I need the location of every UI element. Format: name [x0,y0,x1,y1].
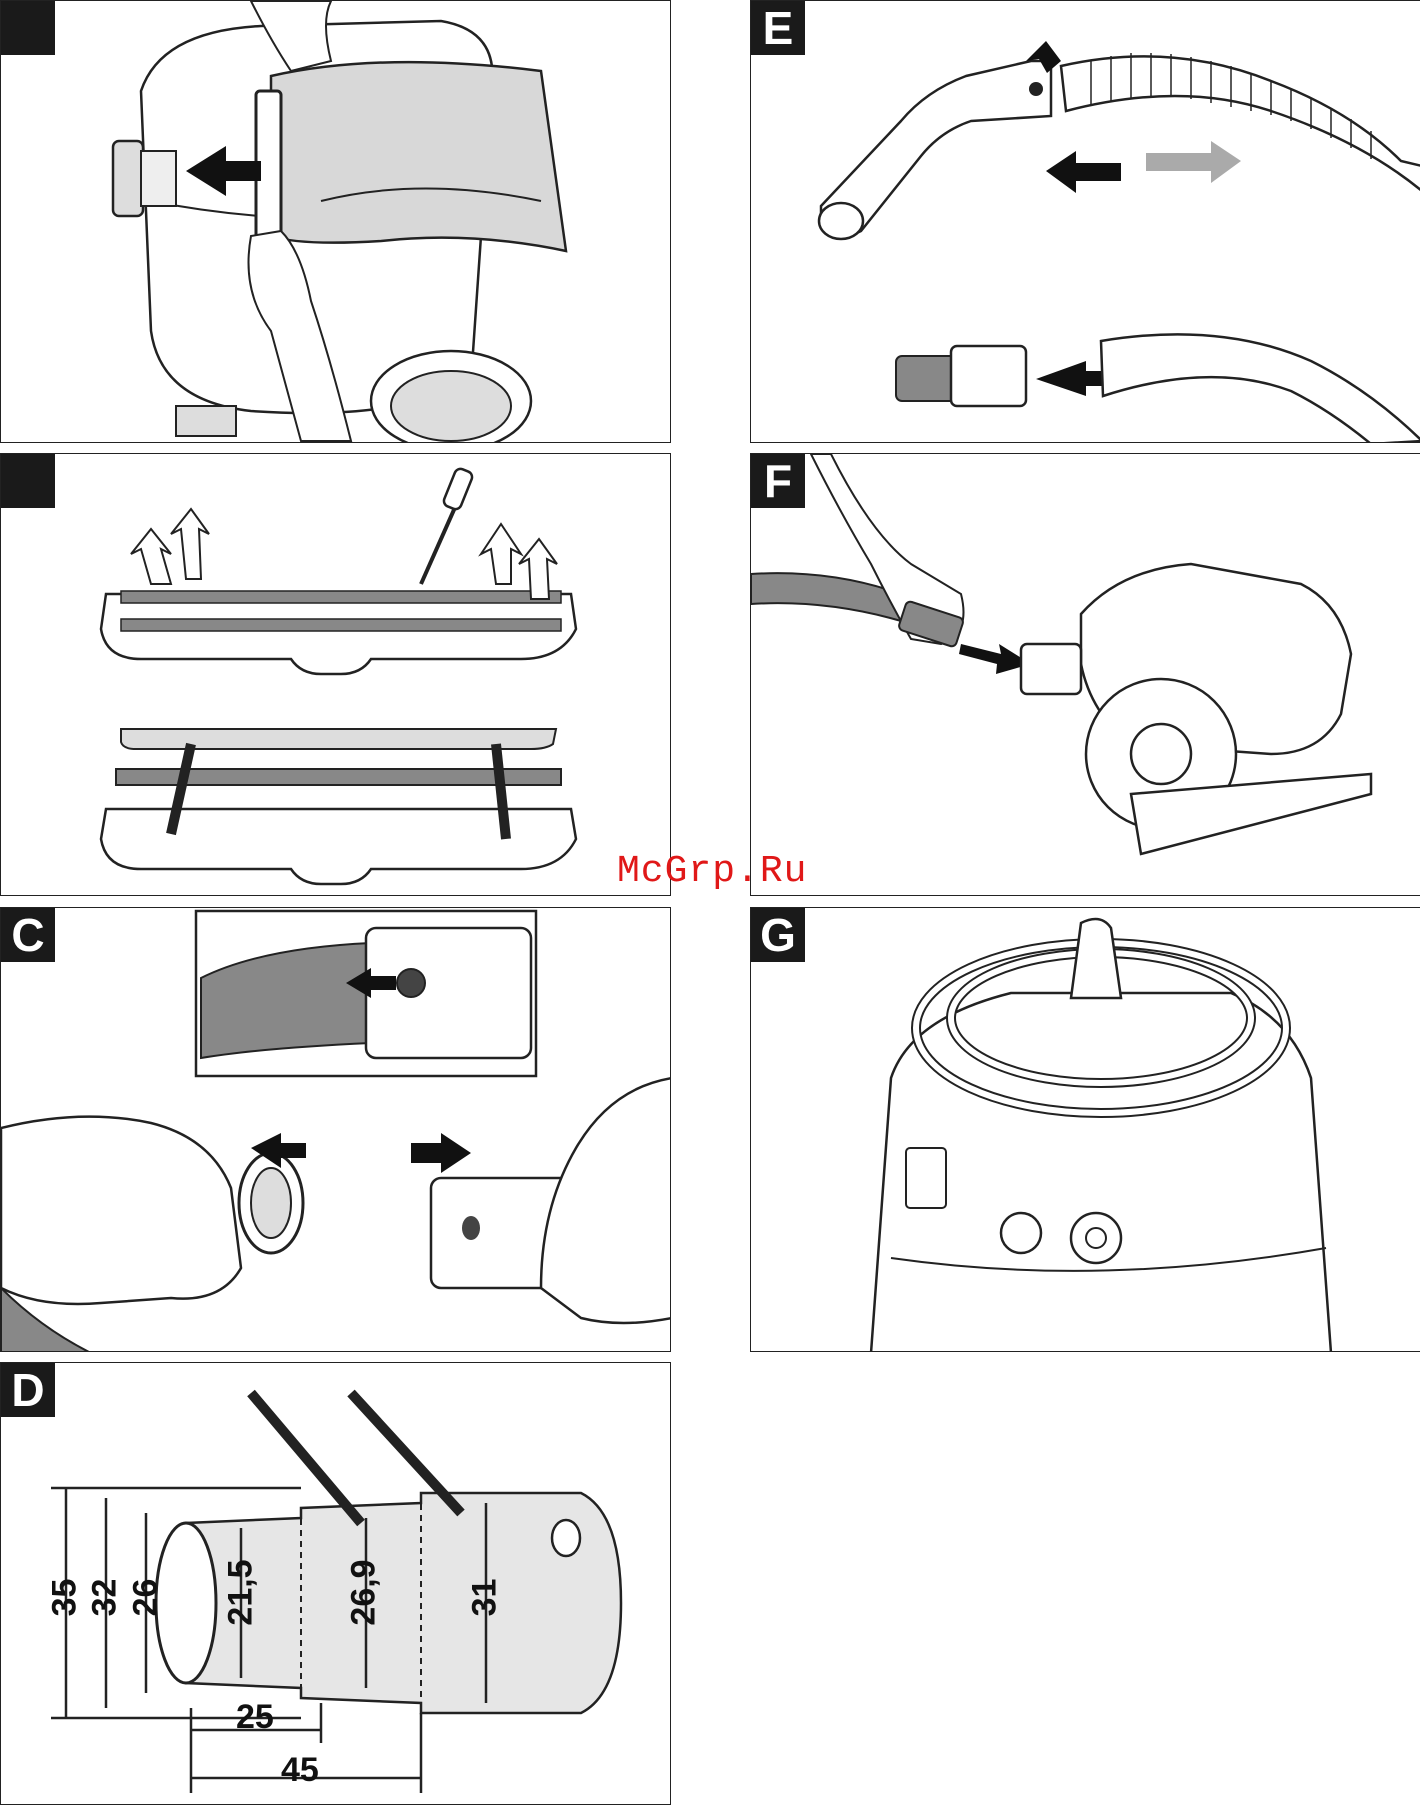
dim-26-9: 26,9 [345,1559,384,1625]
hose-adapter-illustration [1,908,671,1352]
panel-f-label: F [751,454,805,508]
panel-a-label [1,1,55,55]
bag-insertion-illustration [1,1,671,443]
panel-a [0,0,671,443]
watermark: McGrp.Ru [617,850,807,893]
panel-b [0,453,671,896]
panel-b-label [1,454,55,508]
saw-connection-illustration [751,454,1420,896]
panel-d: D 35 32 26 21,5 26 [0,1362,671,1805]
dim-31: 31 [465,1579,504,1617]
floor-nozzle-illustration [1,454,671,896]
panel-e: E [750,0,1420,443]
dim-32: 32 [85,1579,124,1617]
dim-25: 25 [236,1698,274,1737]
hose-handle-illustration [751,1,1420,443]
panel-d-label: D [1,1363,55,1417]
dim-26: 26 [126,1579,165,1617]
panel-c-label: C [1,908,55,962]
panel-f: F [750,453,1420,896]
dim-21-5: 21,5 [222,1559,261,1625]
dim-45: 45 [281,1751,319,1790]
panel-g: G [750,907,1420,1352]
panel-g-label: G [751,908,805,962]
panel-e-label: E [751,1,805,55]
dim-35: 35 [45,1579,84,1617]
vacuum-storage-illustration [751,908,1420,1352]
panel-c: C [0,907,671,1352]
